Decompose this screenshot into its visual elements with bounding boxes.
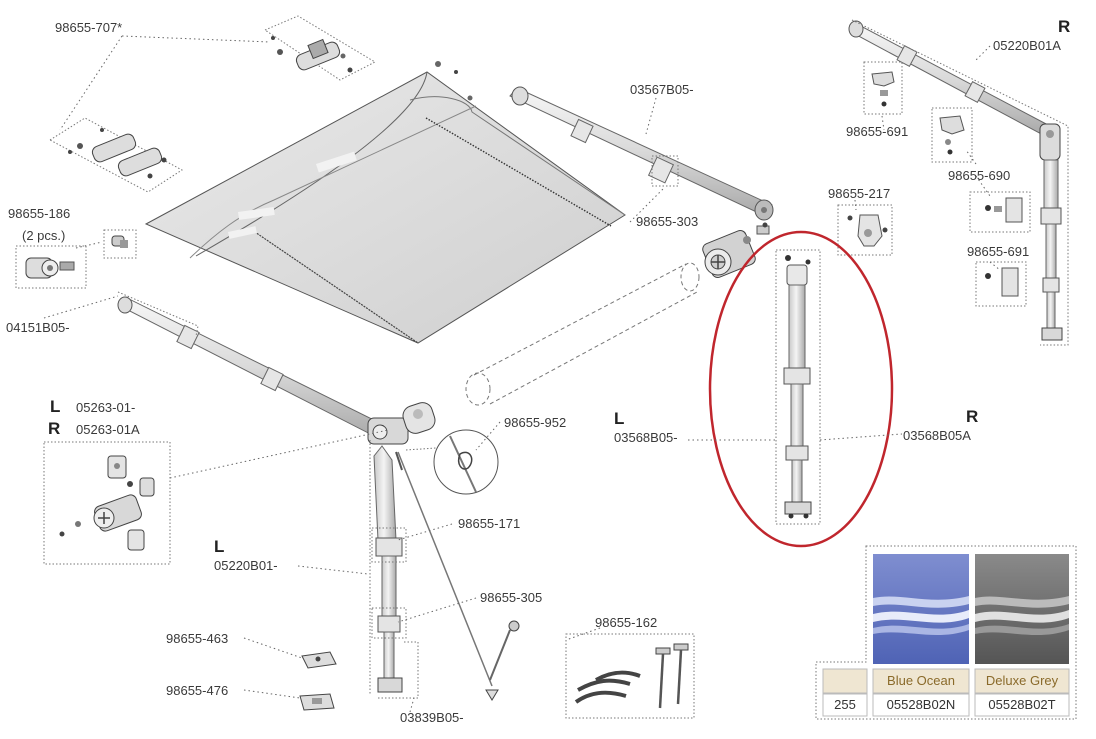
label-05263-01A: 05263-01A: [76, 422, 140, 437]
label-05220B01A: 05220B01A: [993, 38, 1061, 53]
part-98655-476: [299, 693, 335, 711]
highlight-ring: [708, 230, 894, 548]
bracket-98655-217: [837, 204, 893, 256]
label-98655-952: 98655-952: [504, 415, 567, 430]
side-marker-right-03568: R: [966, 407, 979, 426]
label-04151B05: 04151B05-: [6, 320, 70, 335]
label-98655-305: 98655-305: [480, 590, 543, 605]
tension-rod-98655-305: [395, 451, 520, 701]
label-98655-186: 98655-186: [8, 206, 71, 221]
swatch-name-blue-ocean: Blue Ocean: [887, 673, 955, 688]
bracket-98655-691-top: [863, 61, 903, 115]
rafter-arm-top: [509, 86, 774, 221]
hardware-kit-05263-01: [43, 441, 171, 565]
detail-inset-98655-952: [405, 429, 499, 495]
awning-fabric: [144, 71, 626, 344]
label-03568B05: 03568B05-: [614, 430, 678, 445]
swatch-code-blue-ocean: 05528B02N: [886, 697, 956, 712]
side-marker-right-top: R: [1058, 17, 1071, 36]
hardware-kit-98655-707: [49, 15, 458, 193]
awning-arm-right: [848, 19, 1069, 346]
label-03568B05A: 03568B05A: [903, 428, 971, 443]
rafter-arm-03568B05: [775, 249, 821, 525]
side-marker-right-05263: R: [48, 419, 61, 438]
end-plug-98655-186: [15, 229, 137, 289]
stake-kit-98655-162: [565, 633, 695, 719]
swatch-deluxe-grey: [975, 554, 1069, 664]
label-98655-217: 98655-217: [828, 186, 891, 201]
swatch-name-deluxe-grey: Deluxe Grey: [985, 673, 1059, 688]
side-marker-left-03568: L: [614, 409, 625, 428]
label-98655-691-bottom: 98655-691: [967, 244, 1030, 259]
label-quantity-2pcs: (2 pcs.): [22, 228, 66, 243]
side-marker-left-05220: L: [214, 537, 225, 556]
part-98655-463: [301, 651, 337, 669]
label-98655-162: 98655-162: [595, 615, 658, 630]
label-98655-303: 98655-303: [636, 214, 699, 229]
label-03567B05: 03567B05-: [630, 82, 694, 97]
label-98655-707: 98655-707*: [55, 20, 123, 35]
bracket-98655-690: [931, 107, 1031, 233]
bracket-98655-691-bottom: [975, 261, 1027, 307]
roller-end-cap: [702, 222, 770, 278]
roller-tube-outline: [465, 262, 700, 406]
label-98655-463: 98655-463: [166, 631, 229, 646]
label-03839B05: 03839B05-: [400, 710, 464, 725]
label-05263-01: 05263-01-: [76, 400, 136, 415]
label-98655-691-top: 98655-691: [846, 124, 909, 139]
label-05220B01: 05220B01-: [214, 558, 278, 573]
side-marker-left-05263: L: [50, 397, 61, 416]
label-98655-690: 98655-690: [948, 168, 1011, 183]
swatch-blue-ocean: [873, 554, 969, 664]
fabric-swatch-panel: [815, 545, 1077, 720]
label-98655-171: 98655-171: [458, 516, 521, 531]
leader-lines: [43, 35, 1001, 713]
swatch-header-blank: [823, 669, 867, 693]
rafter-arm-left: [117, 291, 436, 699]
label-98655-476: 98655-476: [166, 683, 229, 698]
swatch-code-255: 255: [834, 697, 856, 712]
swatch-code-deluxe-grey: 05528B02T: [988, 697, 1056, 712]
